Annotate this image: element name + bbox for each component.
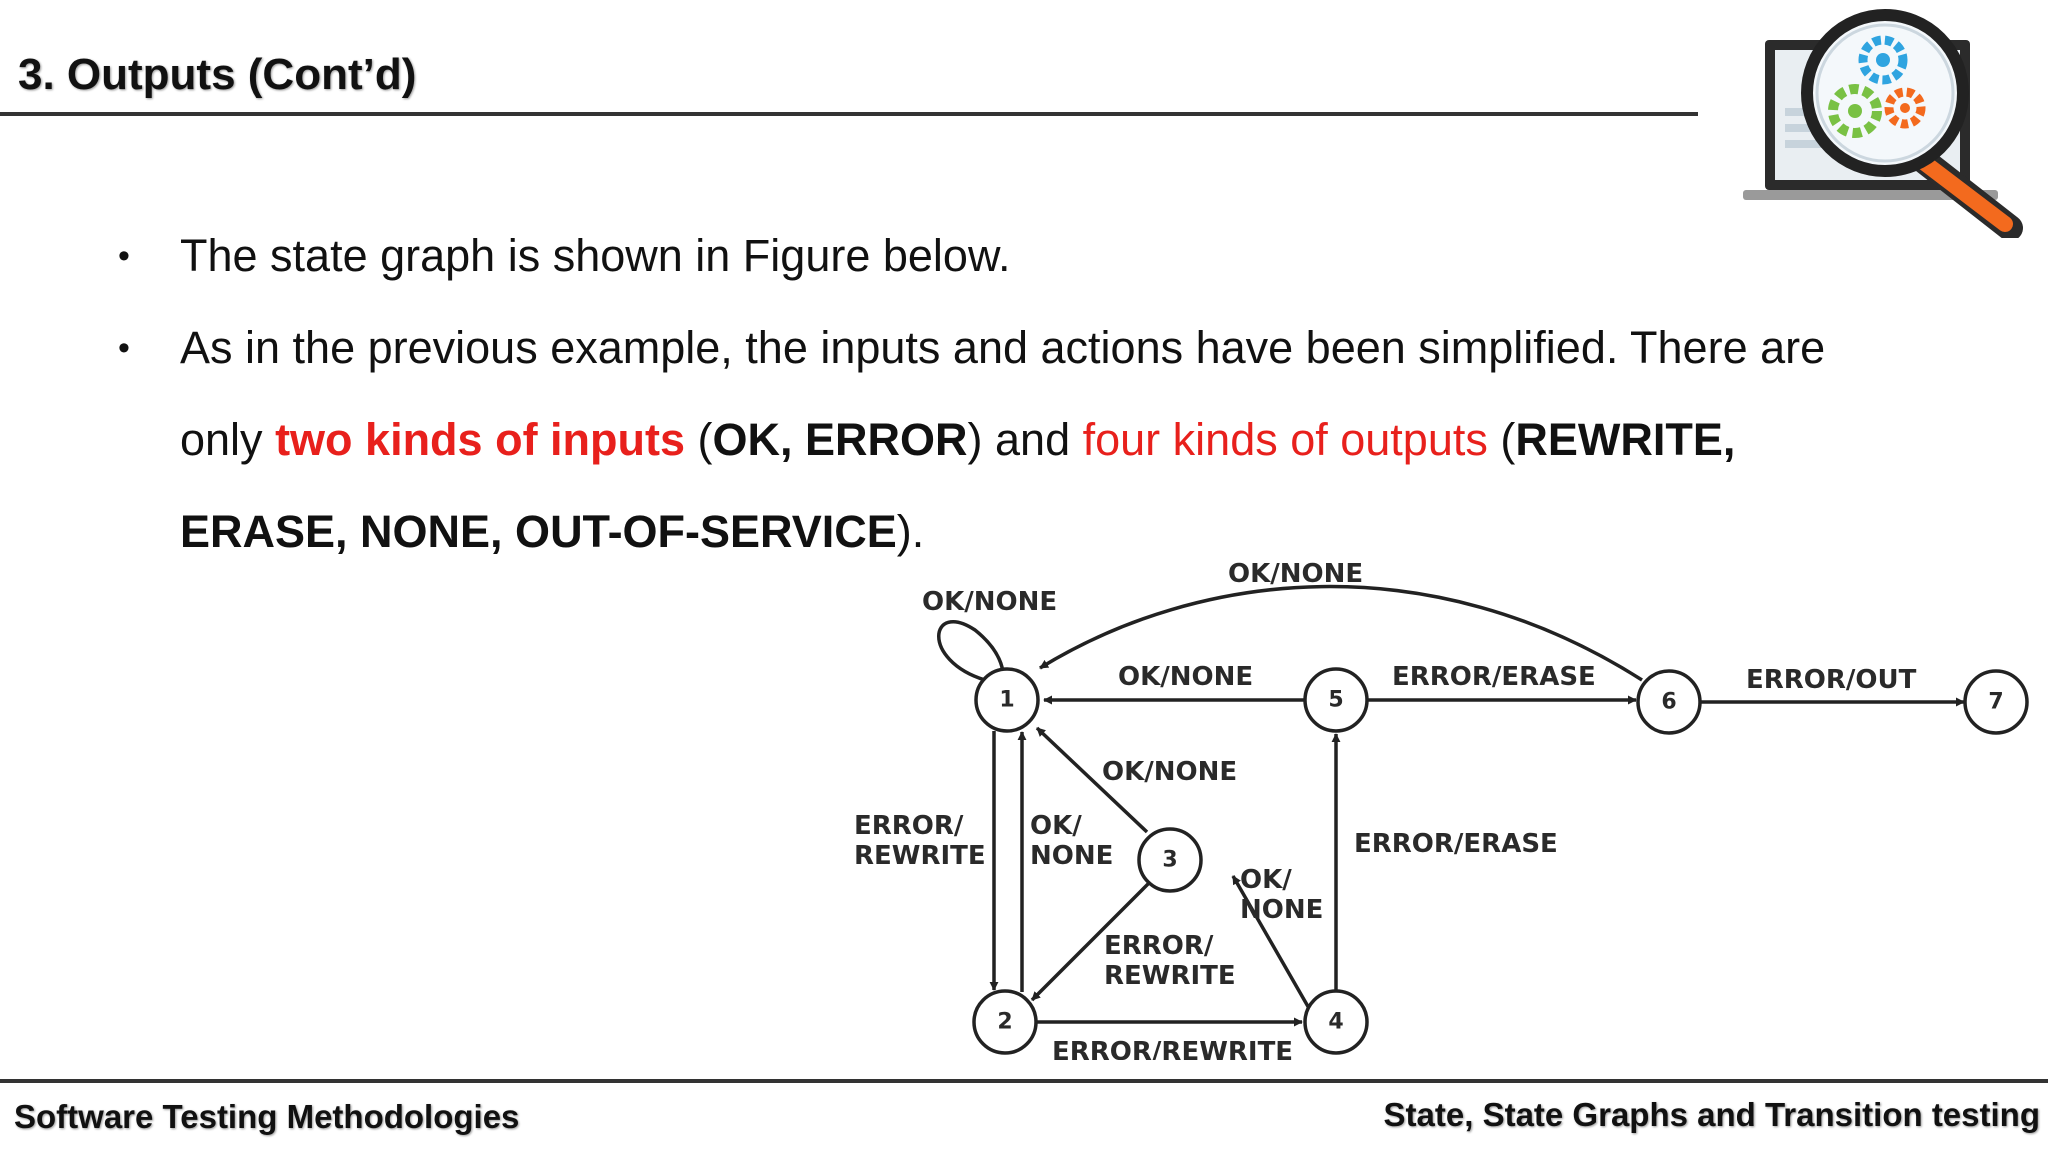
state-label: 7 xyxy=(1988,690,2003,715)
state-label: 5 xyxy=(1328,688,1343,713)
state-node xyxy=(1137,827,1203,893)
state-label: 3 xyxy=(1162,848,1177,873)
slide-title: 3. Outputs (Cont’d) xyxy=(18,50,417,99)
bullet-text-part: ( xyxy=(685,414,713,465)
edge-label: ERROR/ xyxy=(1104,931,1214,961)
edge-3-to-1 xyxy=(1035,726,1149,834)
bullet-text-part: ). xyxy=(896,506,925,557)
edge-3-to-2 xyxy=(1030,880,1152,1002)
edge-label: NONE xyxy=(1240,895,1323,925)
bullet-list: • The state graph is shown in Figure bel… xyxy=(118,210,1858,578)
input-kinds: OK, ERROR xyxy=(712,414,968,465)
edge-label: OK/NONE xyxy=(1228,559,1363,589)
footer-course-title: Software Testing Methodologies xyxy=(14,1098,520,1135)
bullet-text-part: As in the previous example, the inputs a… xyxy=(180,322,1826,465)
edge-label: ERROR/OUT xyxy=(1746,665,1917,695)
edge-label: OK/NONE xyxy=(922,587,1057,617)
state-label: 2 xyxy=(997,1010,1012,1035)
edge-self-1 xyxy=(937,620,1009,682)
edge-label: OK/ xyxy=(1030,811,1082,841)
edge-label: REWRITE xyxy=(1104,961,1236,991)
bullet-item: • The state graph is shown in Figure bel… xyxy=(118,210,1858,302)
state-node xyxy=(972,989,1038,1055)
state-node xyxy=(974,667,1040,733)
edge-label: ERROR/ xyxy=(854,811,964,841)
state-node xyxy=(1963,669,2029,735)
laptop-magnifier-gears-icon xyxy=(1743,9,2023,238)
state-node xyxy=(1636,669,1702,735)
title-divider xyxy=(0,112,1698,116)
highlight-outputs: four kinds of outputs xyxy=(1082,414,1488,465)
state-label: 4 xyxy=(1328,1010,1343,1035)
edge-label: OK/NONE xyxy=(1102,757,1237,787)
edge-label: ERROR/ERASE xyxy=(1392,662,1596,692)
bullet-marker: • xyxy=(118,237,130,275)
edge-label: OK/NONE xyxy=(1118,662,1253,692)
bullet-marker: • xyxy=(118,329,130,367)
state-label: 1 xyxy=(999,688,1014,713)
output-kinds: REWRITE, ERASE, NONE, OUT-OF-SERVICE xyxy=(180,414,1736,557)
state-node xyxy=(1303,667,1369,733)
bullet-text-part: ) and xyxy=(967,414,1083,465)
bullet-text-part: ( xyxy=(1487,414,1516,465)
edge-label: NONE xyxy=(1030,841,1113,871)
bullet-text: The state graph is shown in Figure below… xyxy=(180,230,1011,281)
edge-label: ERROR/ERASE xyxy=(1354,829,1558,859)
footer-unit-title: State, State Graphs and Transition testi… xyxy=(1383,1096,2040,1133)
state-node xyxy=(1303,989,1369,1055)
edge-6-to-1 xyxy=(1039,584,1643,682)
state-graph: 1 2 3 4 5 6 7 OK/NONE OK/NONE OK/NONE ER… xyxy=(854,559,2029,1060)
bullet-item: • As in the previous example, the inputs… xyxy=(118,302,1858,578)
edge-label: ERROR/REWRITE xyxy=(1052,1037,1293,1060)
highlight-inputs: two kinds of inputs xyxy=(275,414,686,465)
footer-divider xyxy=(0,1079,2048,1083)
edge-4-to-3 xyxy=(1231,875,1312,1011)
edge-label: REWRITE xyxy=(854,841,986,871)
state-label: 6 xyxy=(1661,690,1676,715)
edge-label: OK/ xyxy=(1240,865,1292,895)
